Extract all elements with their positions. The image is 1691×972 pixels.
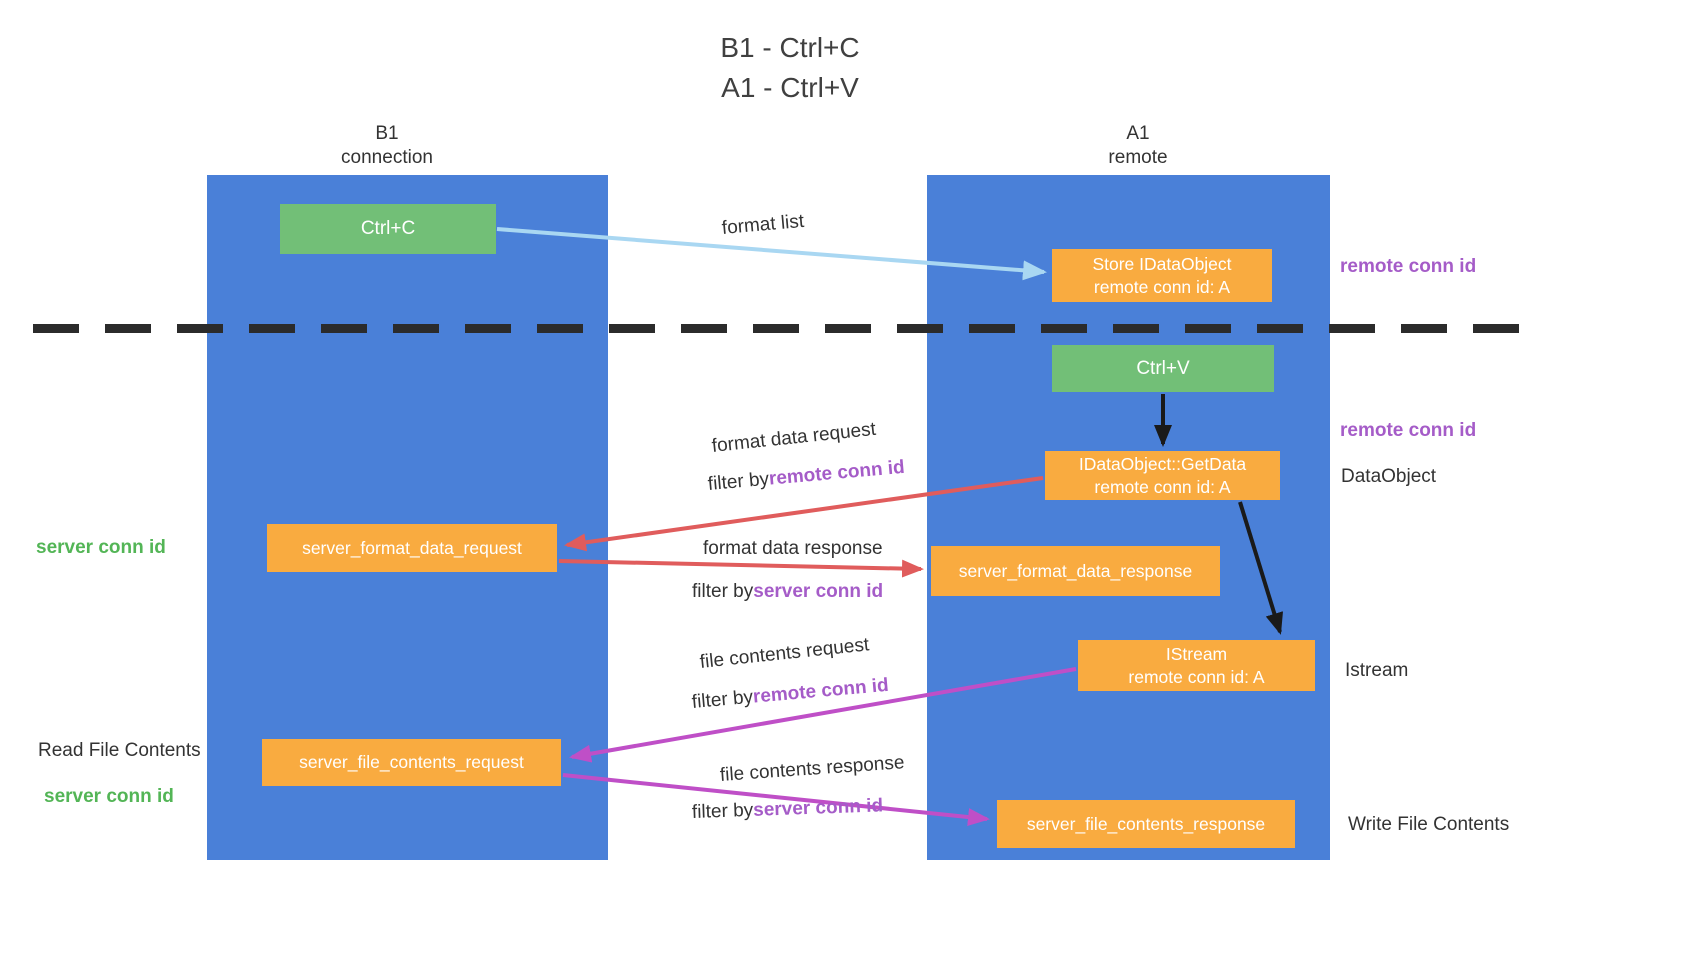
server-file-contents-response-label: server_file_contents_response	[1026, 813, 1266, 834]
istream-side-label: Istream	[1345, 660, 1409, 681]
title-line-2: A1 - Ctrl+V	[721, 72, 859, 103]
filter-by-text-4: filter by	[691, 799, 754, 823]
format-data-request-label: format data request	[710, 418, 877, 457]
istream-line2: remote conn id: A	[1128, 666, 1265, 687]
ctrl-v-label: Ctrl+V	[1136, 357, 1190, 379]
server-conn-id-label-top: server conn id	[36, 537, 166, 558]
remote-conn-id-inline-2: remote conn id	[752, 674, 890, 708]
idataobject-getdata-box: IDataObject::GetData remote conn id: A	[1045, 451, 1280, 500]
server-conn-id-label-bottom: server conn id	[44, 786, 174, 807]
format-data-response-label: format data response	[703, 538, 883, 559]
filter-by-text-1: filter by	[707, 468, 770, 495]
server-format-data-response-box: server_format_data_response	[931, 546, 1220, 596]
server-format-data-request-label: server_format_data_request	[302, 537, 522, 558]
lane-header-b1-subtitle: connection	[341, 147, 433, 168]
lane-header-b1: B1 connection	[287, 122, 487, 170]
lane-header-b1-name: B1	[375, 123, 399, 144]
file-contents-request-label: file contents request	[698, 634, 871, 673]
server-file-contents-request-label: server_file_contents_request	[299, 752, 524, 772]
ctrl-c-label: Ctrl+C	[360, 218, 416, 239]
title-line-1: B1 - Ctrl+C	[720, 32, 860, 63]
store-idataobject-box: Store IDataObject remote conn id: A	[1052, 249, 1272, 302]
server-file-contents-request-box: server_file_contents_request	[262, 739, 561, 786]
remote-conn-id-label-mid: remote conn id	[1340, 420, 1477, 441]
idataobject-getdata-line1: IDataObject::GetData	[1078, 453, 1247, 474]
lane-header-a1-subtitle: remote	[1108, 147, 1168, 168]
filter-by-remote-conn-id-label-1: filter byremote conn id	[707, 457, 906, 496]
ctrl-v-box: Ctrl+V	[1052, 345, 1274, 392]
filter-by-text-3: filter by	[691, 686, 754, 713]
arrow-format-data-response	[558, 559, 924, 578]
filter-by-server-conn-id-label-2: filter byserver conn id	[692, 795, 884, 824]
server-format-data-response-label: server_format_data_response	[958, 560, 1193, 581]
remote-conn-id-inline-1: remote conn id	[768, 456, 906, 490]
diagram-title: B1 - Ctrl+C A1 - Ctrl+V	[440, 28, 1140, 108]
server-conn-id-inline-2: server conn id	[752, 795, 884, 821]
filter-by-remote-conn-id-label-2: filter byremote conn id	[691, 675, 890, 714]
server-conn-id-inline-1: server conn id	[753, 581, 884, 602]
format-list-label: format list	[721, 210, 805, 239]
lane-header-a1-name: A1	[1126, 123, 1150, 144]
store-idataobject-line1: Store IDataObject	[1092, 253, 1232, 274]
filter-by-server-conn-id-label-1: filter byserver conn id	[692, 581, 883, 603]
remote-conn-id-label-top: remote conn id	[1340, 256, 1477, 277]
istream-box: IStream remote conn id: A	[1078, 640, 1315, 691]
server-file-contents-response-box: server_file_contents_response	[997, 800, 1295, 848]
read-file-contents-label: Read File Contents	[38, 740, 201, 761]
idataobject-getdata-line2: remote conn id: A	[1094, 476, 1231, 497]
dataobject-label: DataObject	[1341, 466, 1437, 487]
store-idataobject-line2: remote conn id: A	[1093, 276, 1231, 297]
filter-by-text-2: filter by	[692, 581, 754, 602]
server-format-data-request-box: server_format_data_request	[267, 524, 557, 572]
write-file-contents-label: Write File Contents	[1348, 814, 1510, 835]
session-divider-dashed-line	[33, 324, 1545, 333]
ctrl-c-box: Ctrl+C	[280, 204, 496, 254]
file-contents-response-label: file contents response	[719, 752, 906, 786]
lane-header-a1: A1 remote	[1038, 122, 1238, 170]
istream-line1: IStream	[1165, 643, 1228, 664]
